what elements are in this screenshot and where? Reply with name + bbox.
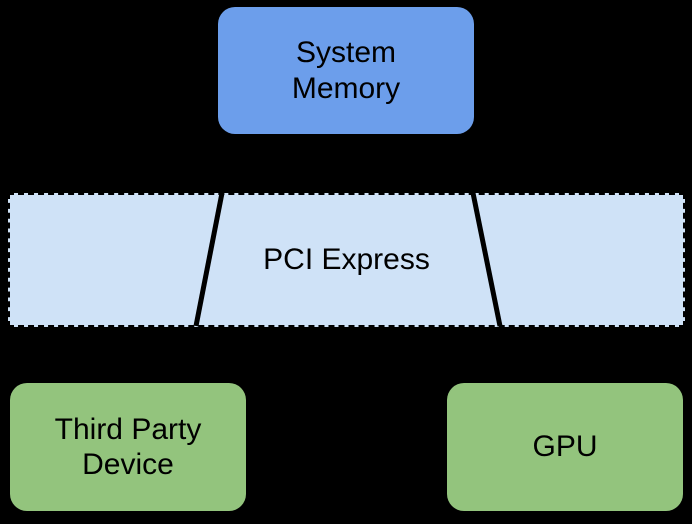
- node-third-party-device-label: Third Party Device: [54, 412, 202, 481]
- node-gpu[interactable]: GPU: [447, 383, 683, 511]
- node-third-party-device[interactable]: Third Party Device: [10, 383, 246, 511]
- node-gpu-label: GPU: [532, 430, 598, 464]
- node-pci-express-label: PCI Express: [263, 243, 430, 277]
- node-pci-express-bus[interactable]: PCI Express: [8, 193, 685, 327]
- node-system-memory[interactable]: System Memory: [218, 7, 474, 134]
- node-system-memory-label: System Memory: [291, 36, 401, 105]
